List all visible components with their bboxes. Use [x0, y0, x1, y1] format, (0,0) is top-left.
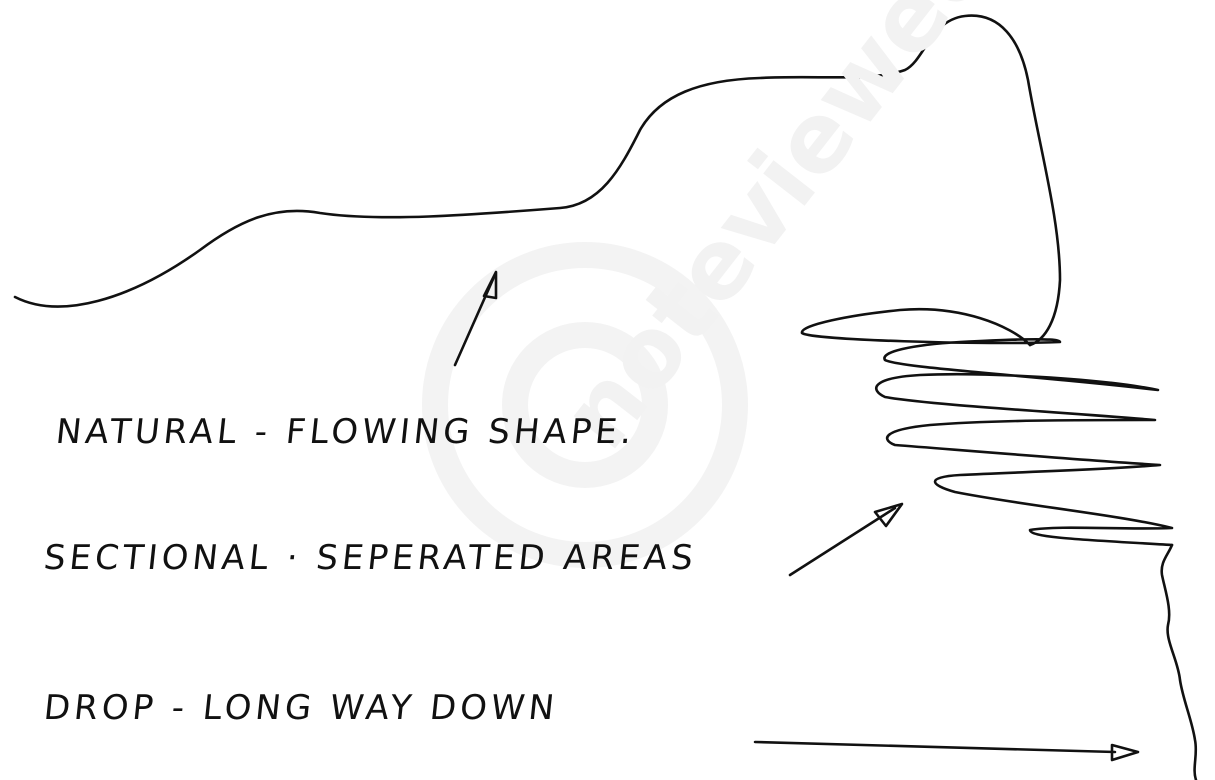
arrow-sectional: [788, 502, 904, 577]
label-drop: DROP - LONG WAY DOWN: [41, 688, 561, 728]
cliff-top-outline: [13, 14, 1062, 347]
sectional-layers: [800, 307, 1174, 547]
label-sectional: SECTIONAL · SEPERATED AREAS: [41, 538, 699, 578]
arrow-drop: [753, 740, 1140, 762]
label-natural: NATURAL - FLOWING SHAPE.: [53, 412, 638, 452]
watermark-logo: [422, 242, 748, 568]
arrow-natural: [453, 270, 498, 367]
cliff-drop-line: [1160, 543, 1198, 780]
